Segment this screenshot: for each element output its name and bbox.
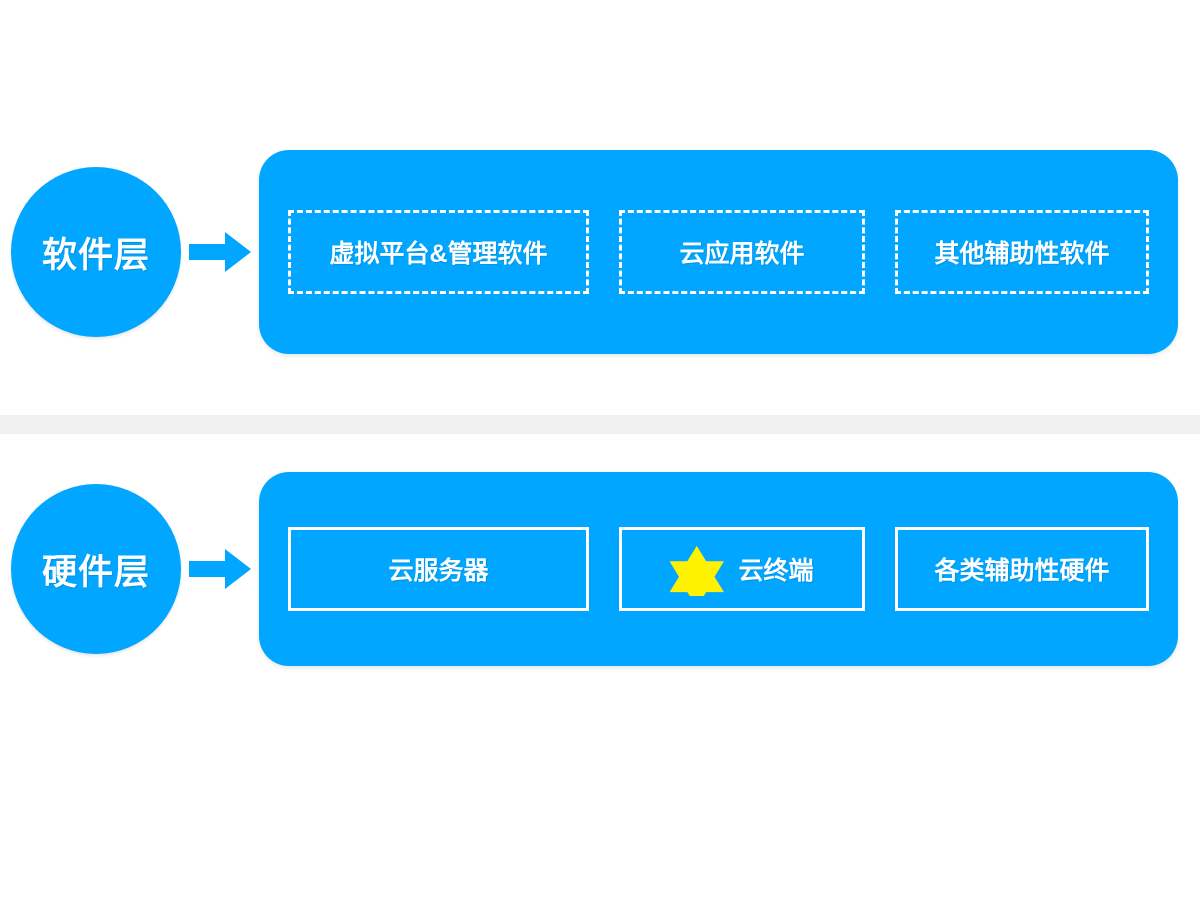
hardware-layer-circle-label: 硬件层 [41,552,150,592]
hardware-item-auxiliary-hardware-label: 各类辅助性硬件 [934,557,1110,585]
software-layer-row: 软件层 虚拟平台&管理软件 云应用软件 其他辅助性软件 [0,150,1178,354]
section-divider-band [0,415,1200,434]
software-layer-circle[interactable]: 软件层 [11,167,181,337]
software-layer-circle-label: 软件层 [41,235,150,275]
hardware-item-cloud-server[interactable]: 云服务器 [288,527,589,611]
hardware-item-cloud-server-label: 云服务器 [388,557,489,585]
hardware-item-cloud-terminal-label: 云终端 [738,557,814,585]
software-arrow-right-icon [181,230,259,274]
star-icon [670,545,725,596]
software-layer-panel: 虚拟平台&管理软件 云应用软件 其他辅助性软件 [259,150,1178,354]
software-item-other-auxiliary[interactable]: 其他辅助性软件 [895,210,1149,294]
software-item-other-auxiliary-label: 其他辅助性软件 [934,240,1110,268]
hardware-layer-circle[interactable]: 硬件层 [11,484,181,654]
software-item-cloud-application-label: 云应用软件 [679,240,805,268]
software-item-virtual-platform[interactable]: 虚拟平台&管理软件 [288,210,589,294]
hardware-item-cloud-terminal[interactable]: 云终端 [619,527,865,611]
software-item-virtual-platform-label: 虚拟平台&管理软件 [329,240,548,268]
hardware-layer-panel: 云服务器 云终端 各类辅助性硬件 [259,472,1178,666]
hardware-item-auxiliary-hardware[interactable]: 各类辅助性硬件 [895,527,1149,611]
hardware-layer-row: 硬件层 云服务器 云终端 各类辅助性硬件 [0,472,1178,666]
software-item-cloud-application[interactable]: 云应用软件 [619,210,865,294]
hardware-arrow-right-icon [181,547,259,591]
